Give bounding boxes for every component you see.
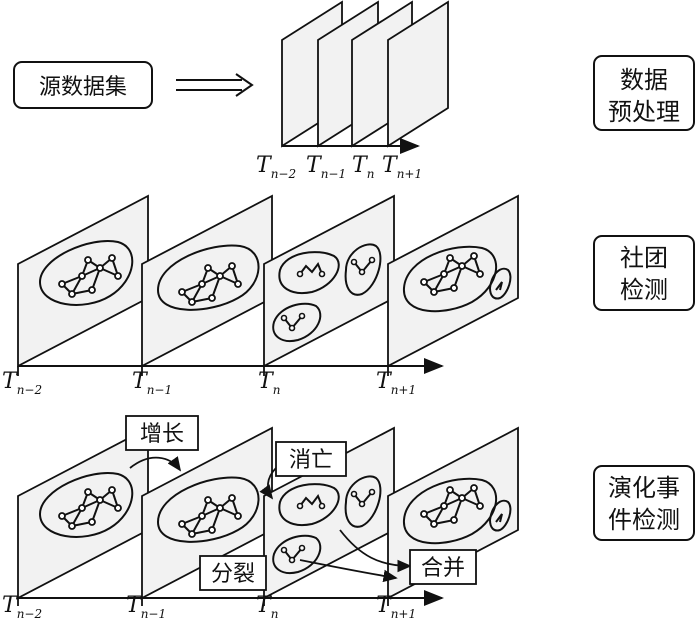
time-label-top: Tn+1 bbox=[382, 153, 422, 181]
merge-arrow bbox=[339, 529, 412, 573]
vanish-arrow bbox=[259, 467, 277, 500]
time-label-middle: Tn bbox=[258, 369, 280, 397]
panel-tn-2 bbox=[17, 194, 149, 368]
panel-tn-2 bbox=[17, 426, 149, 600]
side-box-preprocess bbox=[593, 55, 695, 131]
time-label-bottom: Tn−2 bbox=[2, 593, 42, 621]
data-sheets-stack bbox=[281, 0, 449, 148]
time-label-top: Tn−1 bbox=[306, 153, 346, 181]
time-label-bottom: Tn+1 bbox=[376, 593, 416, 621]
event-box-merge bbox=[409, 549, 477, 585]
time-label-top: Tn−2 bbox=[256, 153, 296, 181]
side-box-events bbox=[593, 465, 695, 541]
grow-arrow bbox=[129, 456, 182, 472]
bottom-section: 增长 消亡 分裂 合并 Tn−2 Tn−1 Tn Tn+1 演化事 件检测 bbox=[2, 415, 695, 621]
event-box-vanish bbox=[275, 441, 347, 477]
side-label-events-1: 演化事 bbox=[608, 474, 680, 502]
source-dataset-label: 源数据集 bbox=[39, 75, 127, 100]
split-arrow bbox=[299, 559, 398, 583]
side-label-community-2: 检测 bbox=[620, 276, 668, 304]
side-box-community bbox=[593, 235, 695, 311]
time-label-middle: Tn+1 bbox=[376, 369, 416, 397]
time-label-top: Tn bbox=[352, 153, 374, 181]
top-section: 源数据集 Tn−2 Tn−1 Tn Tn+1 数据 预处理 bbox=[13, 0, 695, 181]
middle-section: Tn−2 Tn−1 Tn Tn+1 社团 检测 bbox=[2, 194, 695, 397]
event-label-split: 分裂 bbox=[211, 562, 255, 587]
sheet bbox=[387, 0, 449, 148]
source-dataset-box bbox=[13, 61, 153, 109]
event-label-vanish: 消亡 bbox=[289, 448, 333, 473]
event-box-split bbox=[199, 555, 267, 591]
event-label-merge: 合并 bbox=[421, 556, 465, 581]
time-label-middle: Tn−2 bbox=[2, 369, 42, 397]
time-label-middle: Tn−1 bbox=[132, 369, 172, 397]
event-label-grow: 增长 bbox=[140, 422, 184, 447]
panel-tn+1 bbox=[387, 194, 519, 368]
side-label-preprocess-2: 预处理 bbox=[608, 98, 680, 126]
side-label-events-2: 件检测 bbox=[608, 506, 680, 534]
side-label-community-1: 社团 bbox=[620, 244, 668, 272]
event-box-grow bbox=[125, 415, 199, 451]
time-label-bottom: Tn−1 bbox=[126, 593, 166, 621]
time-label-bottom: Tn bbox=[256, 593, 278, 621]
hollow-arrow-icon bbox=[176, 73, 254, 97]
side-label-preprocess-1: 数据 bbox=[620, 66, 668, 94]
